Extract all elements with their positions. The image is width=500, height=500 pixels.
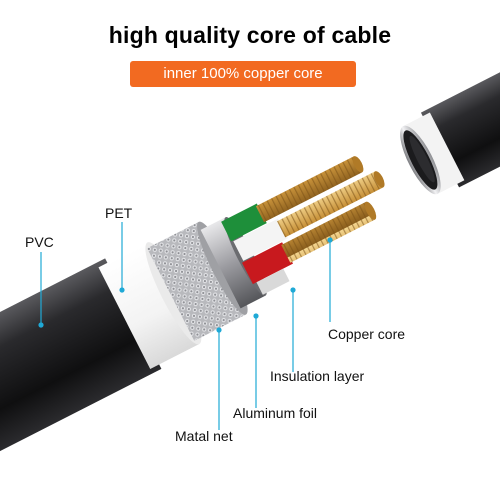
cable-end-right bbox=[400, 62, 500, 195]
aluminum-foil-pointer-dot bbox=[253, 313, 259, 319]
label-metal-net: Matal net bbox=[175, 428, 233, 444]
label-insulation-layer: Insulation layer bbox=[270, 368, 365, 384]
pet-pointer-dot bbox=[119, 287, 125, 293]
label-pet: PET bbox=[105, 205, 133, 221]
label-aluminum-foil: Aluminum foil bbox=[233, 405, 318, 421]
insulation-pointer-dot bbox=[290, 287, 296, 293]
label-copper-core: Copper core bbox=[328, 326, 406, 342]
copper-core-badge: inner 100% copper core bbox=[130, 61, 356, 87]
copper-pointer-dot bbox=[327, 237, 333, 243]
metal-net-pointer-dot bbox=[216, 327, 222, 333]
page-title: high quality core of cable bbox=[108, 22, 392, 48]
label-pvc: PVC bbox=[25, 234, 54, 250]
cable-main bbox=[0, 156, 385, 483]
pvc-pointer-dot bbox=[38, 322, 44, 328]
pointer-lines bbox=[38, 222, 333, 430]
